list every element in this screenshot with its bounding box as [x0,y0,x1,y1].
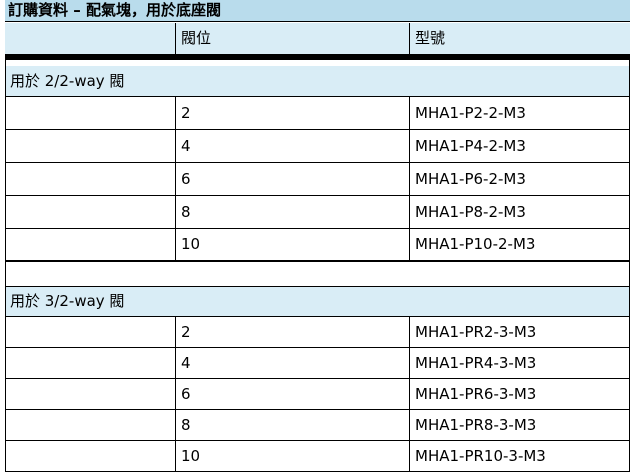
column-header-row: 閥位 型號 [5,23,630,60]
header-position: 閥位 [175,23,409,54]
table-row: 6 MHA1-PR6-3-M3 [5,379,630,410]
position-cell: 10 [175,441,409,471]
table-row: 2 MHA1-P2-2-M3 [5,97,630,130]
spacer-row [5,261,630,287]
group-header-3way: 用於 3/2-way 閥 [5,287,630,317]
model-cell: MHA1-P2-2-M3 [409,97,630,129]
header-model: 型號 [409,23,630,54]
model-cell: MHA1-PR10-3-M3 [409,441,630,471]
table-row: 4 MHA1-P4-2-M3 [5,130,630,163]
model-cell: MHA1-P6-2-M3 [409,163,630,195]
model-cell: MHA1-PR2-3-M3 [409,317,630,347]
table-row: 2 MHA1-PR2-3-M3 [5,317,630,348]
table-left-border [5,60,6,472]
table-row: 8 MHA1-P8-2-M3 [5,196,630,229]
position-cell: 4 [175,348,409,378]
table-title-row: 訂購資料 – 配氣塊，用於底座閥 [5,0,630,22]
model-cell: MHA1-P8-2-M3 [409,196,630,228]
table-right-border [629,60,630,472]
table-title: 訂購資料 – 配氣塊，用於底座閥 [8,1,221,19]
position-cell: 10 [175,229,409,260]
model-cell: MHA1-PR4-3-M3 [409,348,630,378]
position-cell: 4 [175,130,409,162]
position-cell: 8 [175,410,409,440]
position-cell: 6 [175,163,409,195]
table-row: 4 MHA1-PR4-3-M3 [5,348,630,379]
model-cell: MHA1-PR8-3-M3 [409,410,630,440]
model-cell: MHA1-P10-2-M3 [409,229,630,260]
table-row: 10 MHA1-P10-2-M3 [5,229,630,261]
table-row: 8 MHA1-PR8-3-M3 [5,410,630,441]
group-label: 用於 2/2-way 閥 [10,71,125,90]
position-cell: 8 [175,196,409,228]
model-cell: MHA1-P4-2-M3 [409,130,630,162]
group-label: 用於 3/2-way 閥 [10,292,125,310]
table-row: 6 MHA1-P6-2-M3 [5,163,630,196]
table-row: 10 MHA1-PR10-3-M3 [5,441,630,472]
model-cell: MHA1-PR6-3-M3 [409,379,630,409]
position-cell: 2 [175,97,409,129]
position-cell: 2 [175,317,409,347]
group-header-2way: 用於 2/2-way 閥 [5,66,630,97]
position-cell: 6 [175,379,409,409]
order-table: 訂購資料 – 配氣塊，用於底座閥 閥位 型號 用於 2/2-way 閥 [5,0,630,472]
header-image-col [5,23,175,54]
